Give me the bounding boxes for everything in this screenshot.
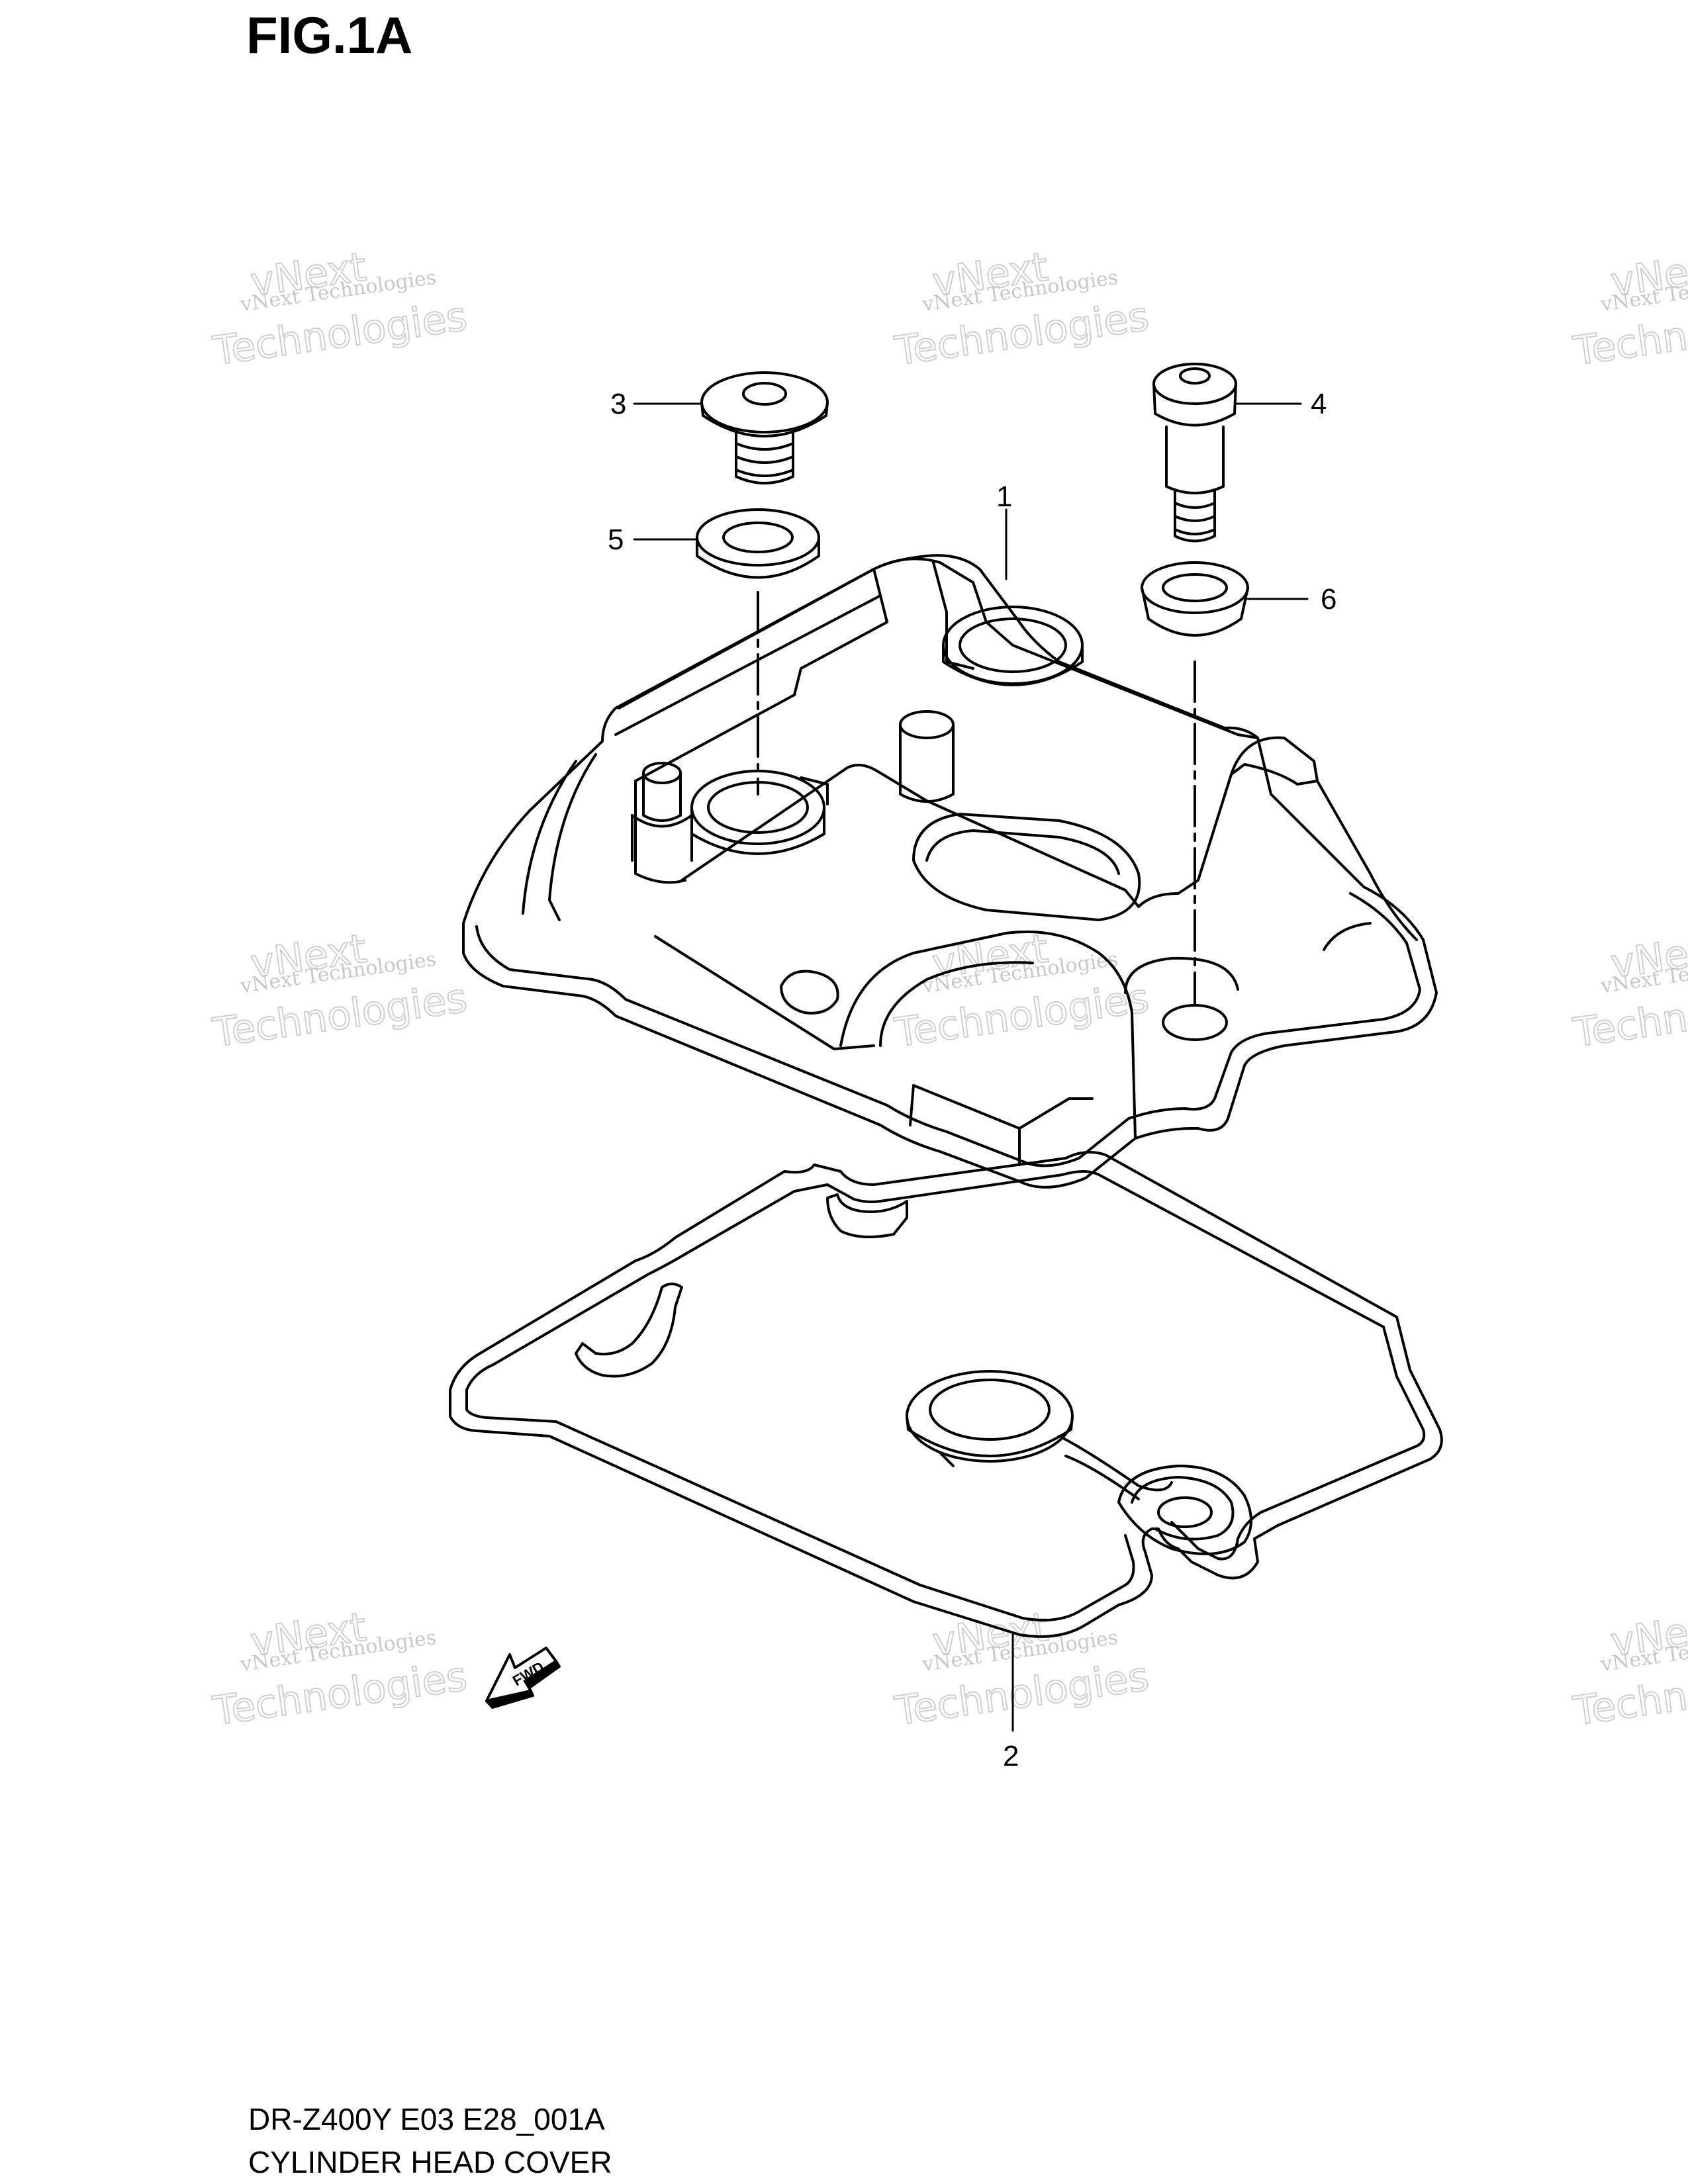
fwd-arrow-icon bbox=[485, 1647, 561, 1709]
watermark: vNext vNext Technologies Technologies bbox=[891, 1604, 1152, 1736]
watermark: vNext vNext Technologies Technologies bbox=[891, 925, 1152, 1058]
shoulder-bolt bbox=[1152, 363, 1237, 543]
callout-5: 5 bbox=[608, 523, 624, 556]
figure-title: FIG.1A bbox=[246, 6, 413, 64]
callout-6: 6 bbox=[1321, 583, 1336, 615]
callout-2: 2 bbox=[1003, 1740, 1019, 1772]
cover-gasket bbox=[449, 1151, 1443, 1638]
flange-bolt bbox=[700, 371, 829, 484]
watermark: vNext vNext Technologies Technologies bbox=[209, 1604, 470, 1736]
callout-4: 4 bbox=[1311, 388, 1327, 420]
figure-name: CYLINDER HEAD COVER bbox=[248, 2145, 612, 2179]
alignment-lines bbox=[757, 591, 1196, 1007]
callout-numbers: 3 5 1 4 6 2 bbox=[608, 388, 1336, 1772]
leader-lines bbox=[633, 402, 1309, 1732]
watermark: vNext vNext Technologies Technologies bbox=[209, 244, 470, 376]
grommet bbox=[1141, 561, 1249, 637]
cylinder-head-cover bbox=[462, 554, 1438, 1189]
watermark-group: vNext vNext Technologies Technologies vN… bbox=[209, 244, 1688, 1736]
callout-1: 1 bbox=[996, 480, 1012, 513]
callout-3: 3 bbox=[610, 388, 626, 420]
figure-code: DR-Z400Y E03 E28_001A bbox=[248, 2102, 605, 2136]
watermark: vNext vNext Technologies Technologies bbox=[1570, 1604, 1688, 1736]
watermark: vNext vNext Technologies Technologies bbox=[891, 244, 1152, 376]
watermark: vNext vNext Technologies Technologies bbox=[1570, 244, 1688, 376]
watermark: vNext vNext Technologies Technologies bbox=[209, 925, 470, 1058]
watermark: vNext vNext Technologies Technologies bbox=[1570, 925, 1688, 1058]
seal-washer bbox=[696, 508, 820, 579]
